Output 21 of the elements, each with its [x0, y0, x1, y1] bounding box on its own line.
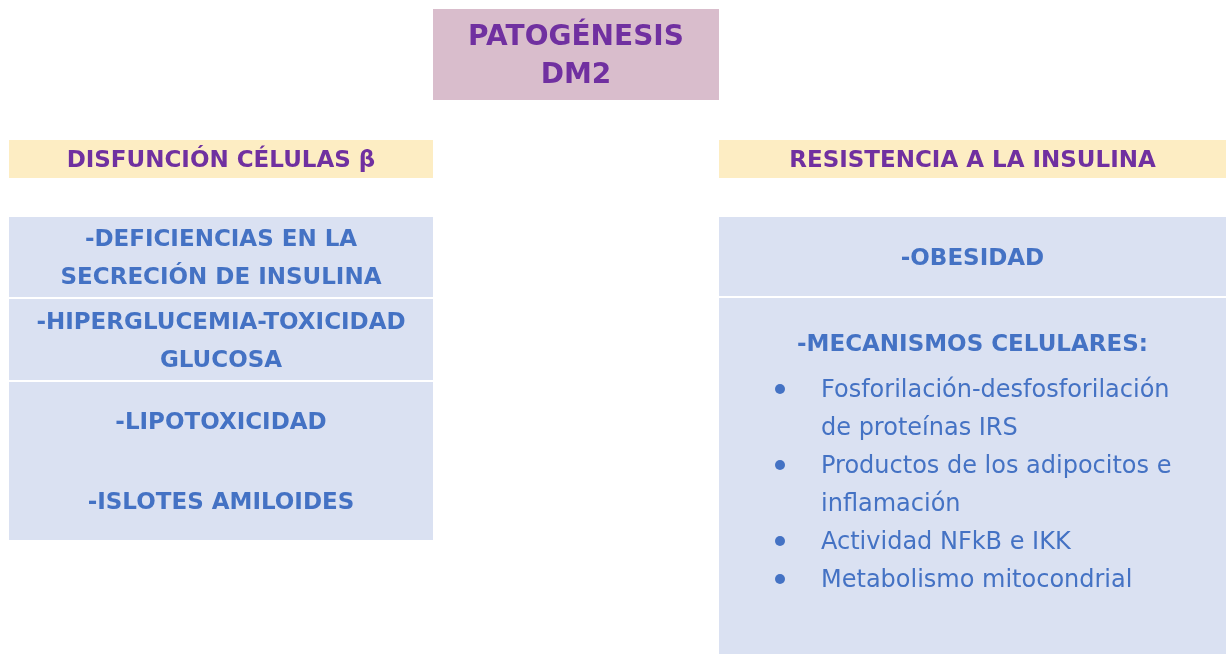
bullet-text: Metabolismo mitocondrial [821, 564, 1133, 595]
bullet-text: Productos de los adipocitos e inflamación [821, 450, 1173, 519]
bullet-text: Fosforilación-desfosforilación de proteínas IRS [821, 374, 1171, 443]
item-text: -MECANISMOS CELULARES: [797, 329, 1148, 358]
item-text: -LIPOTOXICIDAD [115, 407, 327, 436]
header-band [719, 140, 1226, 178]
bullet-text: Actividad NFkB e IKK [821, 526, 1071, 557]
item-text: -HIPERGLUCEMIA-TOXICIDAD GLUCOSA [35, 306, 407, 374]
item-text: -ISLOTES AMILOIDES [87, 487, 355, 516]
item-box [9, 382, 433, 540]
item-box [719, 298, 1226, 654]
item-box [719, 217, 1226, 296]
title-box [433, 9, 719, 100]
heading-text: PATOGÉNESIS DM2 [467, 17, 685, 92]
item-text: -OBESIDAD [900, 242, 1045, 272]
item-box [9, 299, 433, 380]
item-box [9, 217, 433, 297]
item-text: -DEFICIENCIAS EN LA SECRECIÓN DE INSULINA [59, 224, 383, 291]
header-band [9, 140, 433, 178]
heading-text: DISFUNCIÓN CÉLULAS β [66, 144, 376, 174]
heading-text: RESISTENCIA A LA INSULINA [789, 145, 1156, 174]
